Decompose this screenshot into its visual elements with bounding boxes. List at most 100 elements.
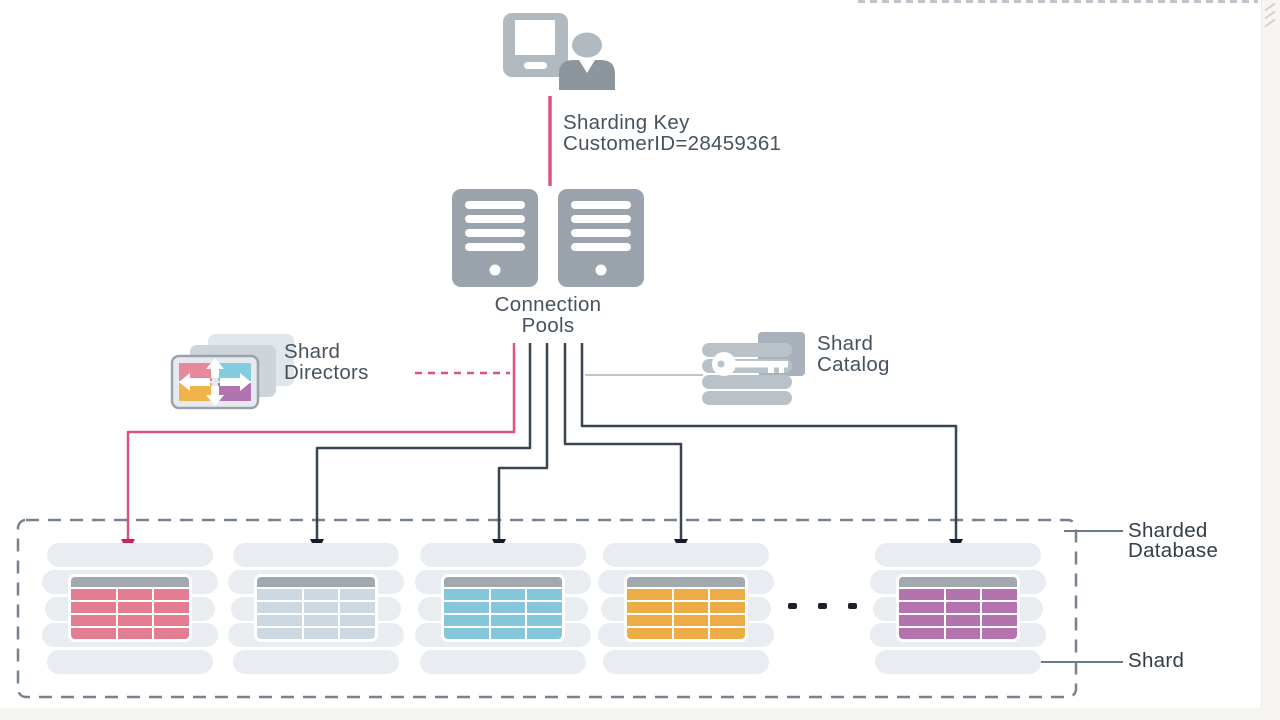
shard-directors-label: Shard Directors <box>284 340 369 384</box>
table-cell <box>154 589 189 600</box>
table-cell <box>945 628 981 639</box>
table-cell <box>527 615 562 626</box>
ellipsis-dot <box>848 603 857 609</box>
shard-catalog-label: Shard Catalog <box>817 332 890 376</box>
table-cell <box>527 602 562 613</box>
table-cell <box>490 589 526 600</box>
disk-bar <box>420 543 586 567</box>
table-cell <box>117 615 153 626</box>
table-cell <box>117 628 153 639</box>
table-cell <box>303 628 339 639</box>
table-cell <box>945 615 981 626</box>
table-cell <box>899 589 944 600</box>
table-cell <box>154 602 189 613</box>
shard-label: Shard <box>1128 649 1185 672</box>
connection-pools-label: Connection Pools <box>494 293 602 337</box>
ellipsis-dot <box>818 603 827 609</box>
table-cell <box>71 628 116 639</box>
table-cell <box>257 615 302 626</box>
table-cell <box>627 589 672 600</box>
table-cell <box>444 628 489 639</box>
table-cell <box>154 615 189 626</box>
shard-2-stack <box>228 543 404 674</box>
shard-1-stack <box>42 543 218 674</box>
table-cell <box>340 628 375 639</box>
shard-1-table <box>68 574 192 642</box>
table-cell <box>340 589 375 600</box>
table-cell <box>490 628 526 639</box>
table-cell <box>71 589 116 600</box>
table-cell <box>71 615 116 626</box>
ellipsis-dot <box>788 603 797 609</box>
disk-bar <box>603 650 769 674</box>
page-corner-marks <box>1264 2 1278 30</box>
table-header <box>257 577 375 587</box>
table-header <box>444 577 562 587</box>
shard-4-stack <box>598 543 774 674</box>
table-cell <box>627 602 672 613</box>
table-cell <box>627 615 672 626</box>
table-cell <box>257 628 302 639</box>
table-header <box>71 577 189 587</box>
table-cell <box>673 589 709 600</box>
table-cell <box>444 615 489 626</box>
table-cell <box>710 615 745 626</box>
table-cell <box>527 628 562 639</box>
table-cell <box>257 602 302 613</box>
sharding-key-label: Sharding Key CustomerID=28459361 <box>563 111 782 155</box>
shard-5-stack <box>870 543 1046 674</box>
table-cell <box>945 602 981 613</box>
table-cell <box>154 628 189 639</box>
clipped-text-edge <box>858 0 1258 3</box>
table-cell <box>303 602 339 613</box>
table-cell <box>71 602 116 613</box>
server-icon <box>452 189 538 287</box>
route-cards-icon <box>170 334 294 410</box>
shard-2-table <box>254 574 378 642</box>
table-cells <box>71 589 189 639</box>
tablet-user-icon <box>503 13 615 90</box>
table-cell <box>303 589 339 600</box>
server-icon <box>558 189 644 287</box>
disk-bar <box>47 650 213 674</box>
table-header <box>899 577 1017 587</box>
table-cell <box>444 602 489 613</box>
shard-5-table <box>896 574 1020 642</box>
table-cell <box>945 589 981 600</box>
shard-3-stack <box>415 543 591 674</box>
page-right-margin <box>1261 0 1280 720</box>
table-cell <box>444 589 489 600</box>
disk-bar <box>875 650 1041 674</box>
table-cell <box>899 628 944 639</box>
disk-bar <box>233 650 399 674</box>
table-cell <box>257 589 302 600</box>
disk-bar <box>420 650 586 674</box>
table-cell <box>982 589 1017 600</box>
disk-bar <box>875 543 1041 567</box>
table-cell <box>899 602 944 613</box>
table-cells <box>899 589 1017 639</box>
disk-bar <box>233 543 399 567</box>
table-cell <box>340 615 375 626</box>
more-shards-ellipsis <box>788 603 857 609</box>
table-cell <box>117 589 153 600</box>
page-bottom-margin <box>0 708 1280 720</box>
table-header <box>627 577 745 587</box>
table-cell <box>673 628 709 639</box>
database-key-icon <box>702 332 805 405</box>
table-cell <box>710 628 745 639</box>
table-cell <box>117 602 153 613</box>
table-cell <box>899 615 944 626</box>
table-cell <box>710 602 745 613</box>
table-cell <box>673 602 709 613</box>
shard-4-table <box>624 574 748 642</box>
table-cell <box>490 615 526 626</box>
table-cell <box>340 602 375 613</box>
disk-bar <box>47 543 213 567</box>
table-cell <box>982 628 1017 639</box>
table-cells <box>257 589 375 639</box>
table-cell <box>490 602 526 613</box>
disk-bar <box>603 543 769 567</box>
route-shard-3 <box>497 343 549 541</box>
